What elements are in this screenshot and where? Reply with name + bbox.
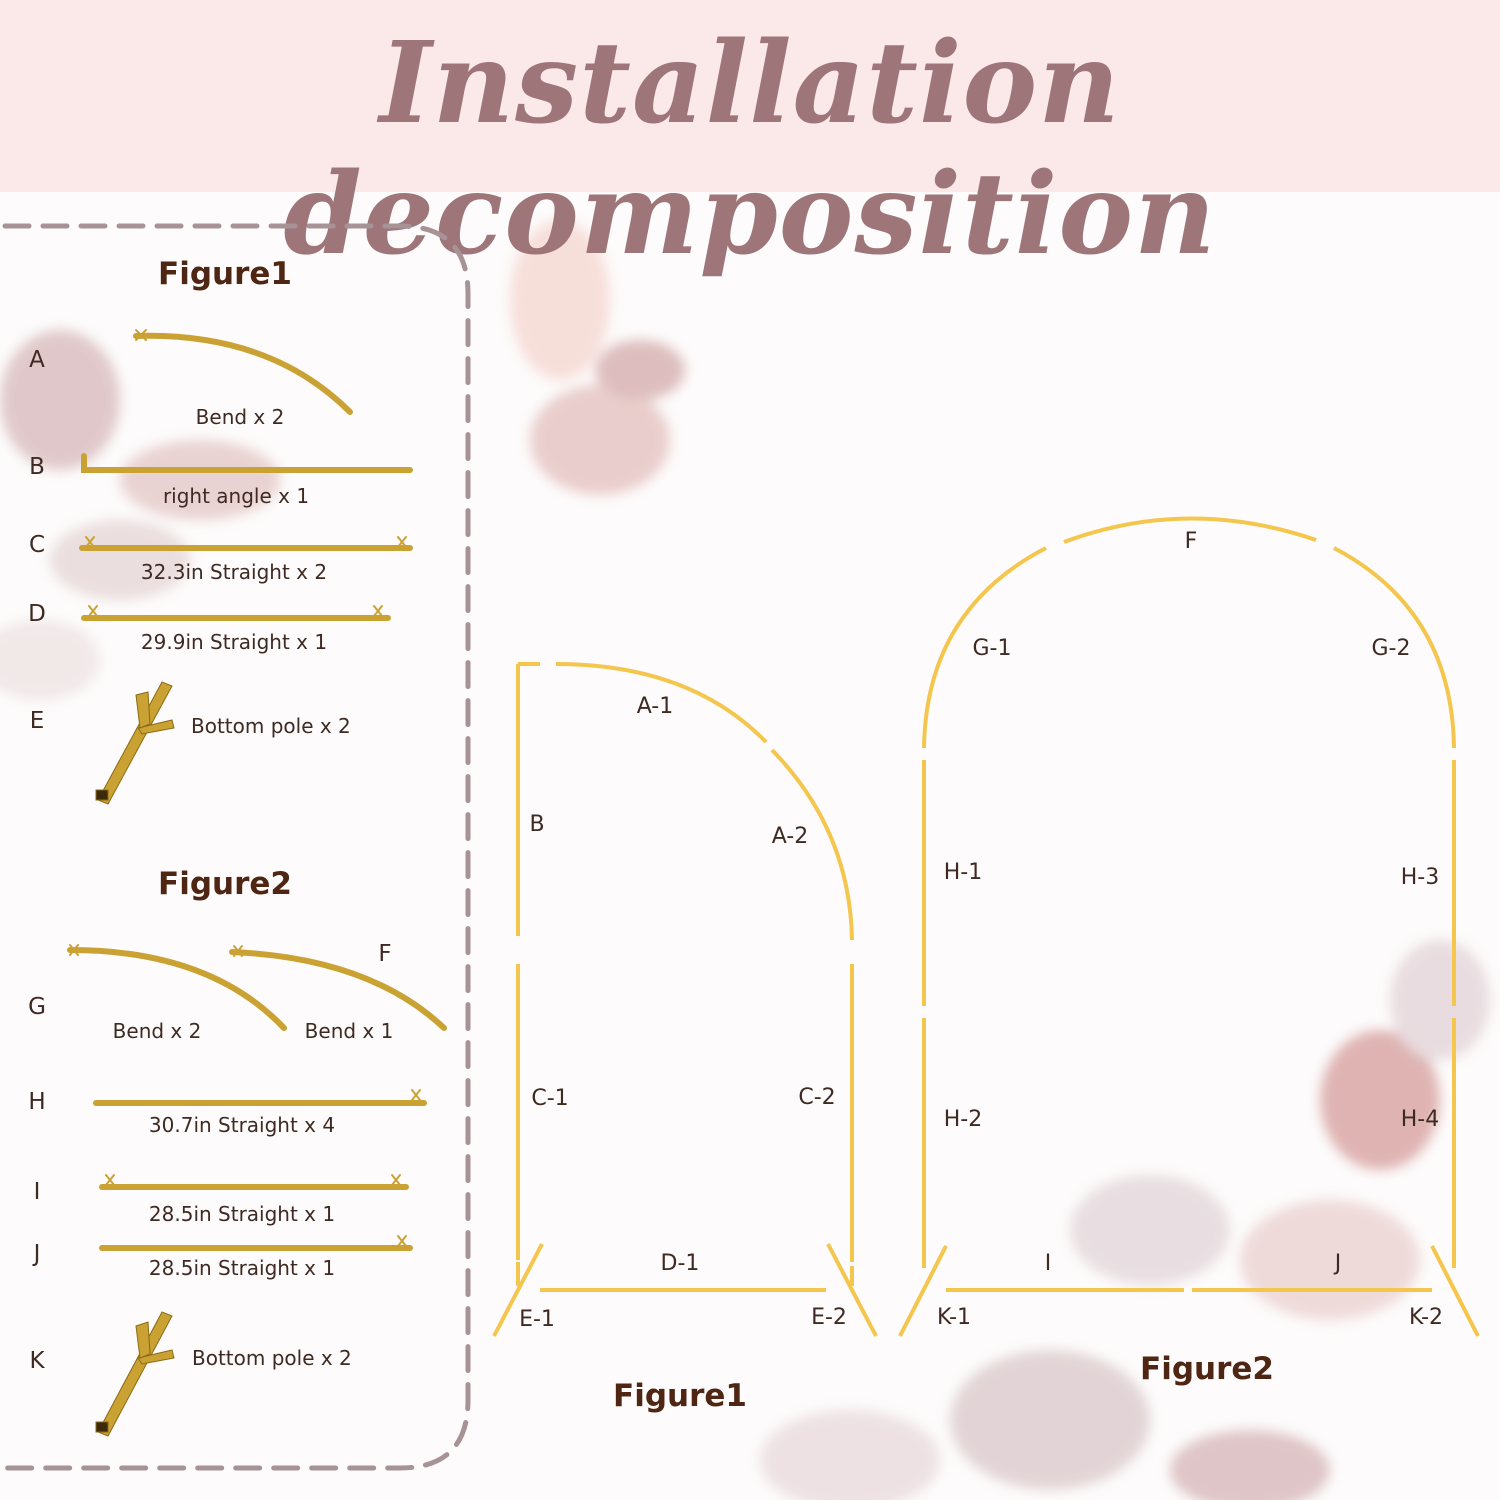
- seg-e-1: [492, 1243, 544, 1337]
- diagram2-label-k-2: K-2: [1408, 1305, 1444, 1330]
- part-caption-i: 28.5in Straight x 1: [148, 1202, 336, 1226]
- header-banner: Installation decomposition: [0, 0, 1500, 280]
- diagram1-caption: Figure1: [613, 1378, 747, 1414]
- part-letter-a: A: [29, 347, 45, 373]
- part-letter-i: I: [33, 1179, 41, 1205]
- part-h-straight: [93, 1089, 427, 1106]
- figure2-heading: Figure2: [158, 866, 292, 902]
- part-letter-j: J: [33, 1241, 41, 1267]
- diagram1-label-c-1: C-1: [531, 1086, 569, 1111]
- part-letter-k: K: [29, 1348, 45, 1374]
- part-caption-d: 29.9in Straight x 1: [140, 630, 328, 654]
- diagram1-label-e-2: E-2: [811, 1305, 847, 1330]
- diagram2-frame: [898, 516, 1480, 1337]
- part-letter-h: H: [28, 1089, 46, 1115]
- seg-a-1: [555, 662, 768, 744]
- part-k-bottom-pole: [95, 1311, 175, 1437]
- seg-k-1: [898, 1245, 948, 1337]
- part-letter-e: E: [29, 708, 45, 734]
- diagram2-label-h-4: H-4: [1400, 1107, 1440, 1132]
- part-caption-c: 32.3in Straight x 2: [140, 560, 328, 584]
- diagram1-label-b: B: [529, 812, 545, 837]
- diagram1-label-a-1: A-1: [636, 694, 674, 719]
- diagram2-label-h-1: H-1: [943, 860, 983, 885]
- diagram2-label-h-2: H-2: [943, 1107, 983, 1132]
- diagram1-label-c-2: C-2: [798, 1085, 836, 1110]
- seg-k-2: [1430, 1245, 1480, 1337]
- part-letter-c: C: [28, 532, 46, 558]
- seg-g-2: [1333, 546, 1456, 749]
- diagram2-label-g-1: G-1: [972, 636, 1012, 661]
- diagram1-label-d-1: D-1: [660, 1251, 700, 1276]
- part-g-bend: [67, 944, 287, 1031]
- seg-a-2: [770, 748, 854, 941]
- part-caption-k: Bottom pole x 2: [192, 1346, 352, 1370]
- figure1-heading: Figure1: [158, 256, 292, 292]
- diagram2-label-f: F: [1184, 529, 1198, 554]
- part-d-straight: [81, 605, 391, 621]
- part-caption-b: right angle x 1: [162, 484, 310, 508]
- diagram2-label-i: I: [1044, 1251, 1052, 1276]
- part-a-bend: [133, 329, 353, 415]
- part-letter-g: G: [28, 994, 46, 1020]
- diagram1-label-e-1: E-1: [519, 1307, 555, 1332]
- seg-e-2: [826, 1243, 878, 1337]
- part-caption-f: Bend x 1: [304, 1019, 394, 1043]
- parts-panel-border: [2, 223, 471, 1471]
- diagram2-label-h-3: H-3: [1400, 865, 1440, 890]
- diagram2-caption: Figure2: [1140, 1351, 1274, 1387]
- part-letter-f: F: [378, 941, 392, 967]
- part-caption-e: Bottom pole x 2: [191, 714, 351, 738]
- seg-f: [1063, 516, 1317, 544]
- diagram1-label-a-2: A-2: [771, 824, 809, 849]
- part-caption-g: Bend x 2: [112, 1019, 202, 1043]
- part-letter-b: B: [29, 454, 45, 480]
- part-c-straight: [79, 536, 413, 551]
- part-letter-d: D: [28, 601, 46, 627]
- part-j-straight: [99, 1235, 413, 1251]
- part-e-bottom-pole: [95, 681, 175, 805]
- diagram1-frame: [492, 662, 878, 1337]
- part-i-straight: [99, 1174, 409, 1190]
- seg-g-1: [922, 546, 1047, 749]
- page-title: Installation decomposition: [283, 18, 1217, 280]
- part-caption-j: 28.5in Straight x 1: [148, 1256, 336, 1280]
- part-caption-h: 30.7in Straight x 4: [148, 1113, 336, 1137]
- diagram2-label-g-2: G-2: [1371, 636, 1411, 661]
- part-f-bend: [229, 945, 447, 1031]
- diagram2-label-k-1: K-1: [936, 1305, 972, 1330]
- part-caption-a: Bend x 2: [195, 405, 285, 429]
- part-b-right-angle: [81, 453, 413, 473]
- diagram2-label-j: J: [1334, 1251, 1342, 1276]
